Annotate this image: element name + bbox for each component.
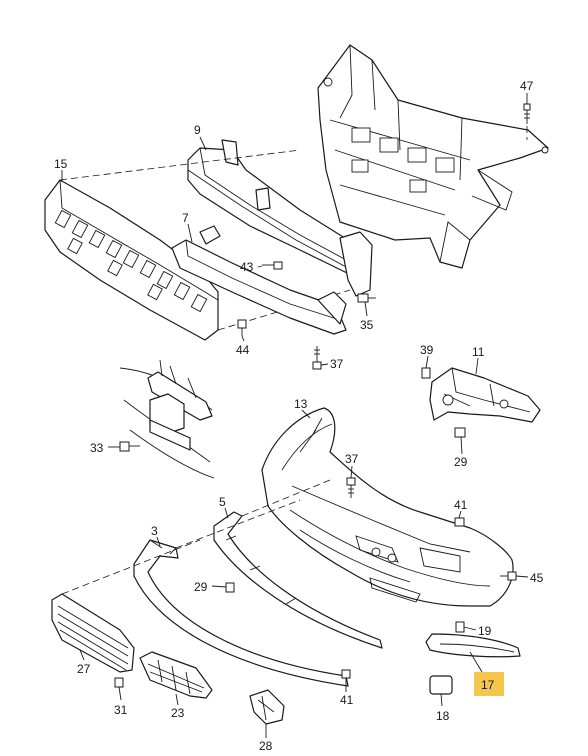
callout-37a: 37 <box>330 357 344 371</box>
callout-43: 43 <box>240 260 254 274</box>
callout-19: 19 <box>478 624 492 638</box>
clip-41b <box>341 669 351 679</box>
callout-29a: 29 <box>454 455 468 469</box>
screw-31 <box>114 677 124 688</box>
callout-29b: 29 <box>194 580 208 594</box>
callout-13: 13 <box>294 397 308 411</box>
front-carrier-part <box>317 44 549 269</box>
callout-3: 3 <box>151 524 158 538</box>
bumper-cover-part <box>261 407 514 607</box>
moulding-5-part <box>213 511 383 649</box>
callout-33: 33 <box>90 441 104 455</box>
leader-lines <box>61 93 529 738</box>
callout-17: 17 <box>481 678 495 692</box>
callout-35: 35 <box>360 318 374 332</box>
callout-41b: 41 <box>340 693 354 707</box>
grille-23-part <box>139 651 213 699</box>
callout-23: 23 <box>171 706 185 720</box>
nut-35 <box>357 293 376 303</box>
callout-41a: 41 <box>454 498 468 512</box>
callout-27: 27 <box>77 662 91 676</box>
bracket-28-part <box>249 689 285 725</box>
screw-47 <box>523 103 531 124</box>
callout-5: 5 <box>219 495 226 509</box>
detail-inset <box>119 359 215 479</box>
bracket-7-part <box>171 225 347 335</box>
callout-18: 18 <box>436 709 450 723</box>
screw-29b <box>225 582 235 593</box>
grille-27-part <box>51 593 135 673</box>
callout-44: 44 <box>236 343 250 357</box>
callout-11: 11 <box>472 345 485 359</box>
callout-28: 28 <box>259 739 273 753</box>
clip-41a <box>454 517 465 527</box>
callout-37b: 37 <box>345 452 359 466</box>
callout-45: 45 <box>530 571 544 585</box>
trim-strip-17-part <box>425 633 521 658</box>
nut-39 <box>421 367 431 379</box>
highlight-17-box <box>474 672 504 696</box>
screw-29a <box>454 427 466 438</box>
absorber-cells <box>54 209 208 313</box>
callout-7: 7 <box>182 211 189 225</box>
callout-9: 9 <box>194 123 201 137</box>
cap-18-part <box>429 675 453 695</box>
screw-44 <box>237 319 247 336</box>
callout-31: 31 <box>114 703 128 717</box>
screw-33 <box>119 441 140 452</box>
callout-15: 15 <box>54 157 68 171</box>
energy-absorber-part <box>44 179 219 341</box>
callout-labels: 47 9 15 7 43 35 44 37 39 11 29 13 33 37 … <box>54 79 544 753</box>
bolt-43 <box>262 261 283 270</box>
clip-19 <box>455 621 465 633</box>
impact-beam-part <box>187 139 373 297</box>
callout-47: 47 <box>520 79 534 93</box>
screw-37a <box>312 346 322 370</box>
callout-39: 39 <box>420 343 434 357</box>
bracket-11-part <box>429 367 541 423</box>
